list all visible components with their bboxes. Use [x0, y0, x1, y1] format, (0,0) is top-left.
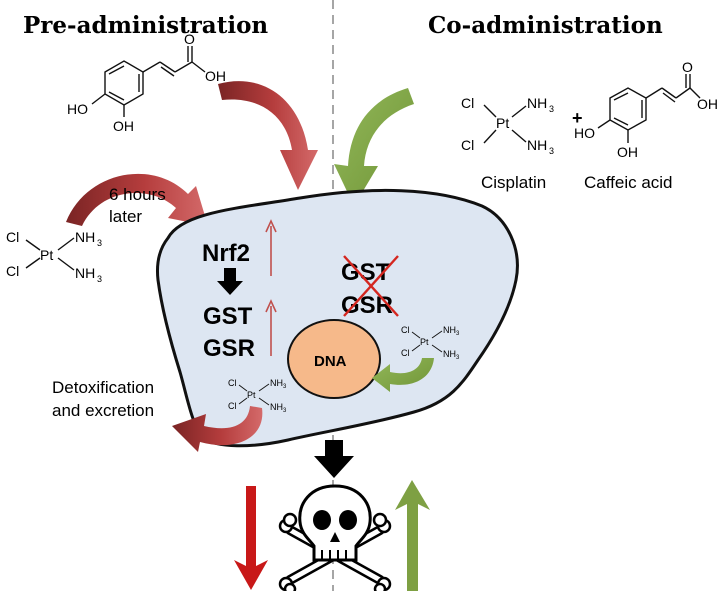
- upregulation-arrow-lower: [265, 299, 277, 356]
- cisplatin-molecule-left: Cl Cl Pt NH 3 NH 3: [6, 229, 102, 284]
- nrf2-to-gst-arrow: [217, 268, 243, 295]
- molecule-subscript: 3: [549, 146, 554, 156]
- arrow-to-cell-death: [314, 440, 354, 478]
- cell-membrane: [156, 188, 519, 448]
- detoxification-label-line1: Detoxification: [52, 378, 154, 397]
- molecule-nh-label: NH: [270, 402, 283, 412]
- molecule-cl-label: Cl: [461, 95, 474, 111]
- molecule-nh-label: NH: [443, 349, 456, 359]
- molecule-ho-label: HO: [574, 125, 595, 141]
- molecule-nh-label: NH: [75, 265, 95, 281]
- caffeic-acid-molecule-right: O OH HO OH: [574, 59, 718, 160]
- molecule-cl-label: Cl: [6, 263, 19, 279]
- red-curved-arrow-six-hours: [66, 173, 208, 226]
- molecule-subscript: 3: [549, 104, 554, 114]
- caffeic-acid-molecule-left: O OH HO OH: [67, 31, 226, 134]
- molecule-subscript: 3: [97, 274, 102, 284]
- nucleus: [287, 319, 381, 399]
- molecule-subscript: 3: [97, 238, 102, 248]
- gsr-label-right: GSR: [341, 292, 393, 319]
- molecule-nh-label: NH: [270, 378, 283, 388]
- caffeic-acid-label: Caffeic acid: [584, 173, 673, 192]
- six-hours-label-line1: 6 hours: [109, 185, 166, 204]
- molecule-nh-label: NH: [75, 229, 95, 245]
- molecule-nh-label: NH: [527, 95, 547, 111]
- increase-arrow: [395, 480, 430, 591]
- molecule-ho-label: HO: [67, 101, 88, 117]
- molecule-o-label: O: [682, 59, 693, 75]
- nrf2-label: Nrf2: [202, 240, 250, 267]
- molecule-nh-label: NH: [443, 325, 456, 335]
- molecule-nh-label: NH: [527, 137, 547, 153]
- skull-crossbones-icon: [278, 484, 392, 591]
- plus-sign: +: [572, 108, 583, 128]
- pre-administration-header: Pre-administration: [23, 12, 268, 39]
- molecule-cl-label: Cl: [461, 137, 474, 153]
- molecule-pt-label: Pt: [40, 247, 53, 263]
- molecule-oh-label: OH: [113, 118, 134, 134]
- molecule-oh-label: OH: [697, 96, 718, 112]
- molecule-oh-label: OH: [617, 144, 638, 160]
- green-curved-arrow-top: [334, 88, 414, 206]
- molecule-cl-label: Cl: [228, 378, 237, 388]
- molecule-subscript: 3: [456, 331, 460, 337]
- molecule-subscript: 3: [456, 355, 460, 361]
- gst-label-left: GST: [203, 303, 253, 330]
- red-arrow-detoxification: [172, 406, 263, 452]
- six-hours-label-line2: later: [109, 207, 142, 226]
- cisplatin-molecule-cell-left: Cl Cl Pt NH 3 NH 3: [228, 378, 287, 414]
- red-curved-arrow-top: [218, 81, 318, 190]
- cisplatin-label: Cisplatin: [481, 173, 546, 192]
- cisplatin-molecule-right: Cl Cl Pt NH 3 NH 3: [461, 95, 554, 156]
- inhibition-cross: [343, 255, 399, 317]
- molecule-pt-label: Pt: [420, 337, 429, 347]
- molecule-cl-label: Cl: [401, 325, 410, 335]
- molecule-oh-label: OH: [205, 68, 226, 84]
- nucleus-dna-label: DNA: [314, 353, 347, 370]
- detoxification-label-line2: and excretion: [52, 401, 154, 420]
- upregulation-arrow-upper: [265, 219, 277, 276]
- molecule-o-label: O: [184, 31, 195, 47]
- gsr-label-left: GSR: [203, 335, 255, 362]
- decrease-arrow: [234, 486, 268, 590]
- molecule-cl-label: Cl: [401, 348, 410, 358]
- molecule-cl-label: Cl: [228, 401, 237, 411]
- co-administration-header: Co-administration: [428, 12, 663, 39]
- molecule-subscript: 3: [283, 408, 287, 414]
- molecule-cl-label: Cl: [6, 229, 19, 245]
- molecule-pt-label: Pt: [247, 390, 256, 400]
- cisplatin-molecule-cell-right: Cl Cl Pt NH 3 NH 3: [401, 325, 460, 361]
- molecule-subscript: 3: [283, 384, 287, 390]
- green-arrow-to-dna: [372, 358, 434, 392]
- molecule-pt-label: Pt: [496, 115, 509, 131]
